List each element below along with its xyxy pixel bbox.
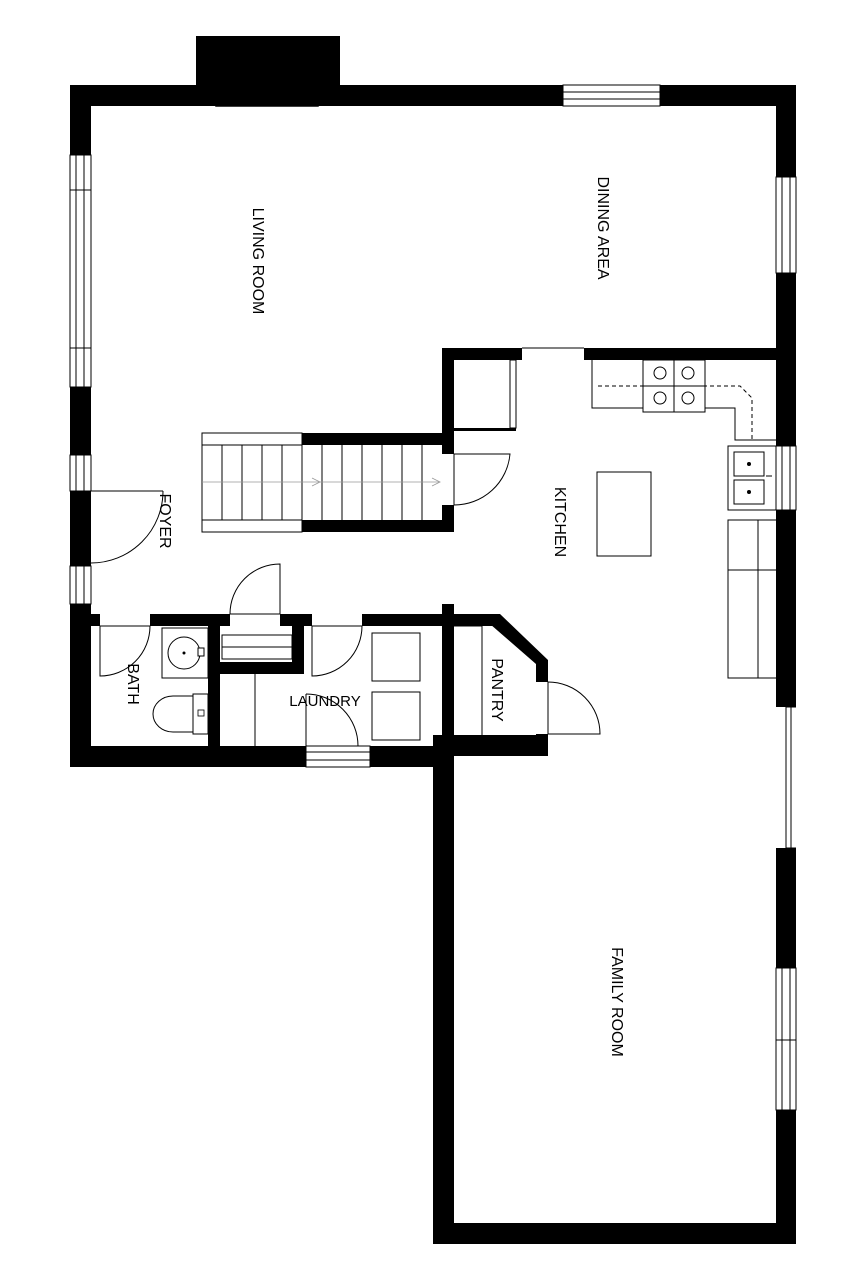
window-icon — [775, 967, 797, 1111]
door-swing-icon — [99, 625, 151, 677]
sink-icon — [161, 627, 209, 679]
wall-family-bottom — [433, 1223, 796, 1244]
window-icon — [69, 454, 92, 492]
wall-top-right — [318, 85, 796, 106]
label-bath: BATH — [124, 663, 141, 704]
pantry-wall-right-low — [536, 734, 548, 756]
bath-wall-top — [70, 614, 100, 626]
label-laundry: LAUNDRY — [289, 693, 360, 710]
kitchen-island — [596, 471, 652, 557]
window-icon — [562, 84, 661, 107]
fireplace-icon — [215, 55, 319, 107]
washer-icon — [371, 632, 421, 682]
kitchen-wall-vertical — [442, 348, 454, 454]
laundry-wall-top2 — [362, 614, 500, 626]
label-family-room: FAMILY ROOM — [608, 947, 625, 1057]
pantry-shelf — [454, 625, 483, 746]
door-swing-icon — [229, 563, 281, 615]
window-icon — [775, 176, 797, 274]
kitchen-wall-right-lower — [776, 510, 796, 707]
wall-bottom-bath-laundry — [70, 746, 454, 767]
kitchen-wall-left-top — [442, 348, 522, 360]
windows — [69, 84, 797, 1111]
kitchen-fixtures — [509, 359, 777, 679]
window-icon — [69, 565, 92, 605]
closet-wall — [442, 428, 516, 431]
pantry-wall-angle — [490, 614, 548, 672]
sink-icon — [727, 445, 777, 511]
kitchen-wall-right-top — [584, 348, 796, 360]
stove-icon — [642, 359, 706, 413]
door-swing-icon — [453, 453, 511, 506]
label-living-room: LIVING ROOM — [249, 208, 266, 315]
window-icon — [305, 745, 371, 768]
wall-top-left — [70, 85, 218, 106]
stair-wall-bottom — [302, 520, 454, 532]
toilet-icon — [152, 693, 209, 735]
bath-fixtures — [152, 627, 209, 735]
label-pantry: PANTRY — [488, 658, 505, 722]
laundry-closet-wall — [220, 662, 304, 674]
wall-family-left — [433, 746, 454, 1244]
door-swing-icon — [547, 681, 601, 735]
room-labels: LIVING ROOM DINING AREA FOYER KITCHEN BA… — [124, 176, 625, 1056]
sliding-door — [785, 706, 796, 849]
laundry-closet-wall-v — [292, 614, 304, 674]
staircase-icon — [201, 432, 441, 533]
dryer-icon — [371, 691, 421, 741]
closet-shelf — [509, 359, 517, 429]
stair-wall-right — [442, 505, 454, 532]
doors — [90, 347, 601, 747]
interior-walls — [70, 348, 796, 767]
countertop-lower — [727, 519, 776, 679]
label-kitchen: KITCHEN — [551, 487, 568, 557]
window-icon — [69, 154, 92, 388]
stair-wall-top — [302, 433, 454, 445]
label-dining-area: DINING AREA — [594, 176, 611, 279]
door-swing-icon — [305, 693, 359, 747]
pantry-wall-left — [442, 604, 454, 756]
countertop-upper — [591, 360, 776, 441]
door-swing-icon — [90, 490, 164, 564]
label-foyer: FOYER — [156, 493, 173, 548]
laundry-fixtures — [221, 632, 421, 746]
wall-pantry-bottom — [433, 735, 548, 756]
window-icon — [775, 445, 797, 511]
door-swing-icon — [311, 625, 363, 677]
bath-wall-right — [208, 614, 220, 767]
